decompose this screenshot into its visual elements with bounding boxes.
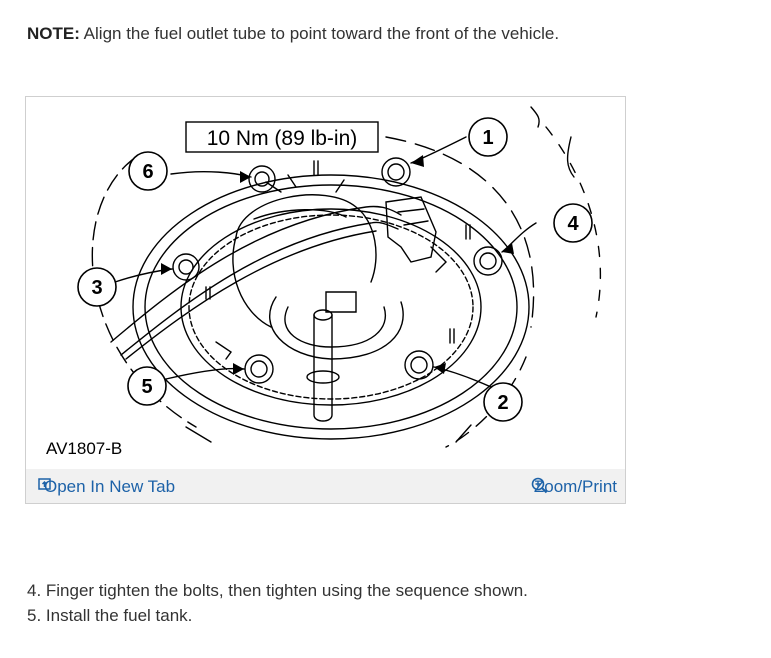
instruction-steps: 4. Finger tighten the bolts, then tighte…	[27, 578, 528, 628]
callout-3: 3	[91, 277, 102, 299]
callout-1: 1	[482, 127, 493, 149]
callout-5: 5	[141, 376, 152, 398]
open-in-new-tab-link[interactable]: Open In New Tab	[38, 477, 175, 497]
open-in-new-tab-label: Open In New Tab	[44, 477, 176, 496]
callout-2: 2	[497, 392, 508, 414]
zoom-print-link[interactable]: Zoom/Print	[531, 477, 617, 497]
fuel-pump-diagram: 10 Nm (89 lb-in) 1 2 3 4 5 6 AV1807-B	[46, 106, 602, 458]
zoom-print-label: Zoom/Print	[533, 477, 617, 496]
torque-label: 10 Nm (89 lb-in)	[207, 127, 358, 150]
step-4: 4. Finger tighten the bolts, then tighte…	[27, 581, 528, 600]
note-text: Align the fuel outlet tube to point towa…	[79, 24, 560, 43]
diagram-figure: 10 Nm (89 lb-in) 1 2 3 4 5 6 AV1807-B	[25, 96, 626, 504]
step-5: 5. Install the fuel tank.	[27, 606, 193, 625]
figure-footer: Open In New Tab Zoom/Print	[26, 469, 625, 503]
callout-4: 4	[567, 213, 579, 235]
figure-code: AV1807-B	[46, 439, 122, 458]
callout-6: 6	[142, 161, 153, 183]
note-line: NOTE: Align the fuel outlet tube to poin…	[27, 24, 559, 44]
note-label: NOTE:	[27, 24, 80, 43]
